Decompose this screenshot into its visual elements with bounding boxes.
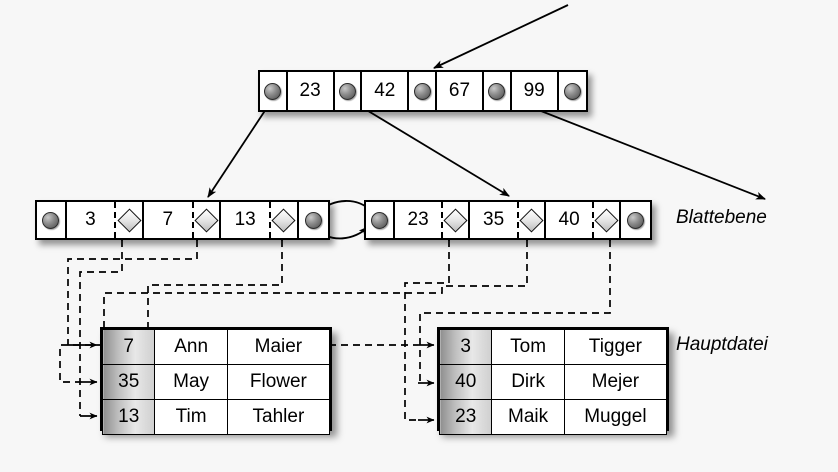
row-firstname: May	[154, 364, 228, 400]
leaf-left-record-ptr-0[interactable]	[116, 202, 144, 238]
root-key-1: 42	[362, 72, 410, 110]
record-pointer-diamond-icon	[519, 207, 544, 233]
root-key-0: 23	[287, 72, 335, 110]
row-key: 35	[101, 364, 156, 400]
pointer-bullet-icon	[488, 82, 506, 100]
root-pointer-2[interactable]	[409, 72, 437, 110]
main-file-table-left[interactable]: 7 Ann Maier 35 May Flower 13 Tim Tahler	[100, 327, 332, 435]
pointer-bullet-icon	[304, 211, 322, 229]
row-key: 40	[438, 364, 493, 400]
leaf-right-record-ptr-0[interactable]	[443, 202, 471, 238]
root-to-outside	[512, 99, 766, 200]
leaf-node-left[interactable]: 3 7 13	[35, 200, 330, 240]
root-to-left-leaf	[207, 99, 273, 198]
row-lastname: Flower	[226, 364, 331, 400]
pointer-bullet-icon	[413, 82, 431, 100]
caption-blattebene: Blattebene	[676, 207, 767, 228]
leaf-left-record-ptr-2[interactable]	[271, 202, 299, 238]
row-lastname: Muggel	[563, 399, 668, 435]
leaf-left-prev-pointer[interactable]	[37, 202, 67, 238]
leaf-right-record-ptr-1[interactable]	[518, 202, 546, 238]
root-index-node[interactable]: 23 42 67 99	[258, 70, 588, 112]
row-firstname: Tom	[491, 329, 565, 365]
incoming-root-arrow	[433, 4, 569, 69]
leaf-right-key-2: 40	[545, 202, 595, 238]
row-lastname: Maier	[226, 329, 331, 365]
caption-hauptdatei: Hauptdatei	[676, 334, 768, 355]
table-row[interactable]: 23 Maik Muggel	[438, 399, 668, 435]
leaf-left-record-ptr-1[interactable]	[193, 202, 222, 238]
leaf-left-next-pointer[interactable]	[298, 202, 329, 238]
row-key: 7	[101, 329, 156, 365]
row-firstname: Maik	[491, 399, 565, 435]
main-file-table-right[interactable]: 3 Tom Tigger 40 Dirk Mejer 23 Maik Mugge…	[437, 327, 669, 435]
record-pointer-diamond-icon	[117, 207, 142, 233]
root-pointer-4[interactable]	[558, 72, 586, 110]
pointer-bullet-icon	[370, 211, 388, 229]
root-key-2: 67	[436, 72, 485, 110]
table-row[interactable]: 35 May Flower	[101, 364, 331, 400]
row-key: 23	[438, 399, 493, 435]
table-row[interactable]: 13 Tim Tahler	[101, 399, 331, 435]
table-row[interactable]: 7 Ann Maier	[101, 329, 331, 365]
leaf-left-key-1: 7	[143, 202, 194, 238]
record-pointer-diamond-icon	[594, 207, 619, 233]
row-key: 3	[438, 329, 493, 365]
row-lastname: Tigger	[563, 329, 668, 365]
pointer-bullet-icon	[563, 82, 581, 100]
root-to-right-leaf	[349, 99, 510, 197]
pointer-bullet-icon	[264, 82, 282, 100]
root-pointer-0[interactable]	[260, 72, 288, 110]
leaf-right-key-1: 35	[470, 202, 519, 238]
root-pointer-1[interactable]	[334, 72, 363, 110]
row-firstname: Tim	[154, 399, 228, 435]
table-row[interactable]: 40 Dirk Mejer	[438, 364, 668, 400]
leaf-left-key-0: 3	[66, 202, 117, 238]
row-firstname: Dirk	[491, 364, 565, 400]
record-pointer-diamond-icon	[194, 207, 219, 233]
row-key: 13	[101, 399, 156, 435]
leaf-right-next-pointer[interactable]	[621, 202, 650, 238]
leaf-right-key-0: 23	[394, 202, 444, 238]
leaf-left-key-2: 13	[221, 202, 271, 238]
row-lastname: Mejer	[563, 364, 668, 400]
root-key-3: 99	[511, 72, 559, 110]
table-row[interactable]: 3 Tom Tigger	[438, 329, 668, 365]
pointer-bullet-icon	[627, 211, 645, 229]
row-lastname: Tahler	[226, 399, 331, 435]
record-pointer-diamond-icon	[271, 207, 296, 233]
leaf-node-right[interactable]: 23 35 40	[364, 200, 652, 240]
row-firstname: Ann	[154, 329, 228, 365]
pointer-bullet-icon	[338, 82, 356, 100]
root-pointer-3[interactable]	[484, 72, 512, 110]
leaf-right-prev-pointer[interactable]	[366, 202, 395, 238]
pointer-bullet-icon	[42, 211, 60, 229]
leaf-right-record-ptr-2[interactable]	[594, 202, 622, 238]
record-pointer-diamond-icon	[443, 207, 468, 233]
